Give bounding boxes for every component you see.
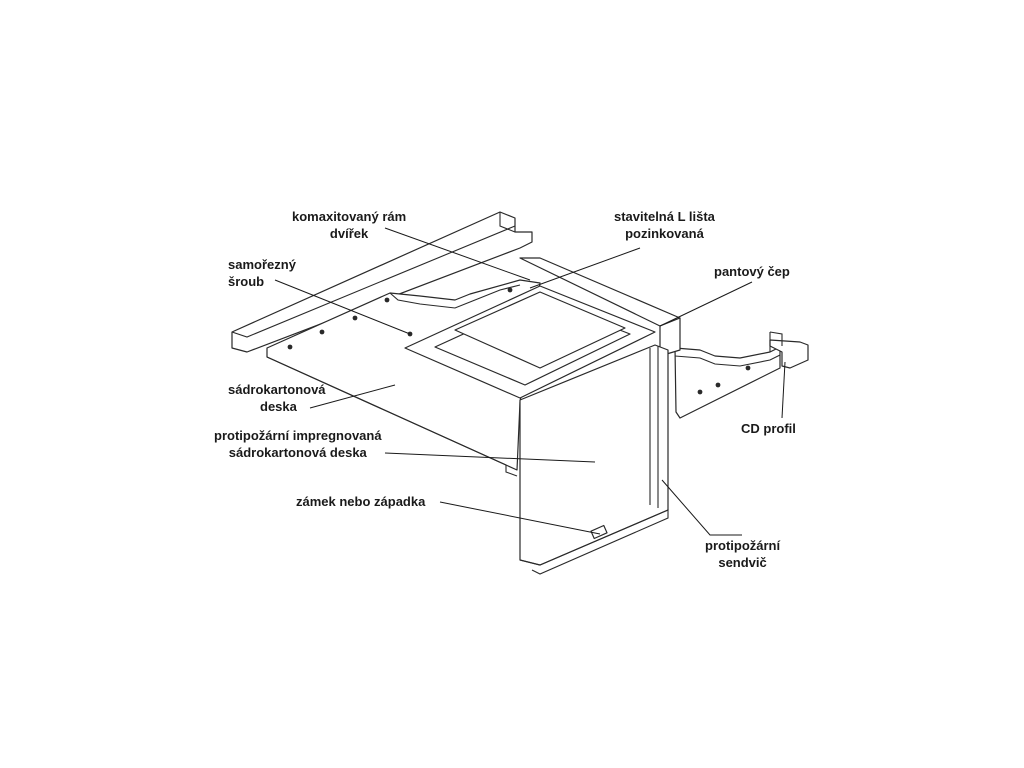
leader-cd-profile bbox=[781, 361, 786, 419]
leader-fire-sandwich bbox=[661, 479, 742, 536]
leader-lock bbox=[439, 501, 601, 535]
label-fire-board-line1: protipožární impregnovaná bbox=[214, 428, 382, 443]
leader-lines bbox=[274, 227, 786, 536]
leader-plasterboard bbox=[309, 384, 396, 409]
door-frame bbox=[404, 285, 656, 399]
label-hinge-pin-line1: pantový čep bbox=[714, 264, 790, 279]
leader-fire-board bbox=[384, 452, 596, 463]
leader-frame bbox=[384, 227, 531, 281]
label-fire-sandwich-line1: protipožární bbox=[705, 538, 781, 553]
label-hinge-pin: pantový čep bbox=[714, 263, 790, 280]
label-lock: zámek nebo západka bbox=[296, 493, 425, 510]
left-profile-lip bbox=[499, 212, 516, 233]
right-plasterboard-cut bbox=[674, 354, 781, 367]
screw-hole bbox=[352, 315, 358, 321]
label-lock-line1: zámek nebo západka bbox=[296, 494, 426, 509]
screw-hole bbox=[745, 365, 751, 371]
plasterboard-front-edge bbox=[266, 356, 518, 477]
leader-l-strip bbox=[529, 247, 641, 289]
screw-hole bbox=[319, 329, 325, 335]
label-screw-line2: šroub bbox=[228, 274, 265, 289]
right-plasterboard-face bbox=[674, 346, 781, 419]
label-frame-line1: komaxitovaný rám bbox=[292, 209, 407, 224]
label-l-strip-line2: pozinkovaná bbox=[625, 226, 704, 241]
leader-hinge-pin bbox=[659, 281, 753, 327]
door-bottom-lip bbox=[519, 509, 669, 575]
label-screw: samořezný šroub bbox=[228, 256, 296, 290]
label-l-strip-line1: stavitelná L lišta bbox=[614, 209, 715, 224]
left-profile-top-flange bbox=[231, 211, 533, 353]
label-fire-board: protipožární impregnovaná sádrokartonová… bbox=[214, 427, 382, 461]
l-strip bbox=[519, 257, 681, 357]
label-cd-profile-line1: CD profil bbox=[741, 421, 796, 436]
label-frame: komaxitovaný rám dvířek bbox=[292, 208, 406, 242]
label-plasterboard-line2: deska bbox=[260, 399, 297, 414]
lock-latch bbox=[590, 524, 608, 540]
screw-hole bbox=[715, 382, 721, 388]
screw-hole bbox=[697, 389, 703, 395]
right-profile-channel bbox=[769, 339, 809, 369]
plasterboard-cut-edge bbox=[389, 284, 521, 309]
label-cd-profile: CD profil bbox=[741, 420, 796, 437]
label-l-strip: stavitelná L lišta pozinkovaná bbox=[614, 208, 715, 242]
screw-hole bbox=[287, 344, 293, 350]
left-profile-inner-edge bbox=[231, 225, 516, 338]
label-frame-line2: dvířek bbox=[329, 226, 369, 241]
screw-hole bbox=[507, 287, 513, 293]
label-plasterboard-line1: sádrokartonová bbox=[228, 382, 326, 397]
leader-screw bbox=[274, 279, 411, 335]
left-cd-profile bbox=[231, 211, 533, 353]
right-profile-lip bbox=[769, 331, 783, 346]
door-panel bbox=[519, 344, 669, 575]
label-plasterboard: sádrokartonová deska bbox=[228, 381, 326, 415]
screw-hole bbox=[384, 297, 390, 303]
label-screw-line1: samořezný bbox=[228, 257, 296, 272]
right-cd-profile bbox=[674, 331, 809, 419]
frame-recess bbox=[454, 291, 626, 369]
l-strip-face bbox=[659, 317, 681, 357]
label-fire-sandwich-line2: sendvič bbox=[718, 555, 767, 570]
label-fire-sandwich: protipožární sendvič bbox=[705, 537, 780, 571]
screw-holes bbox=[287, 287, 751, 395]
label-fire-board-line2: sádrokartonová deska bbox=[228, 445, 367, 460]
